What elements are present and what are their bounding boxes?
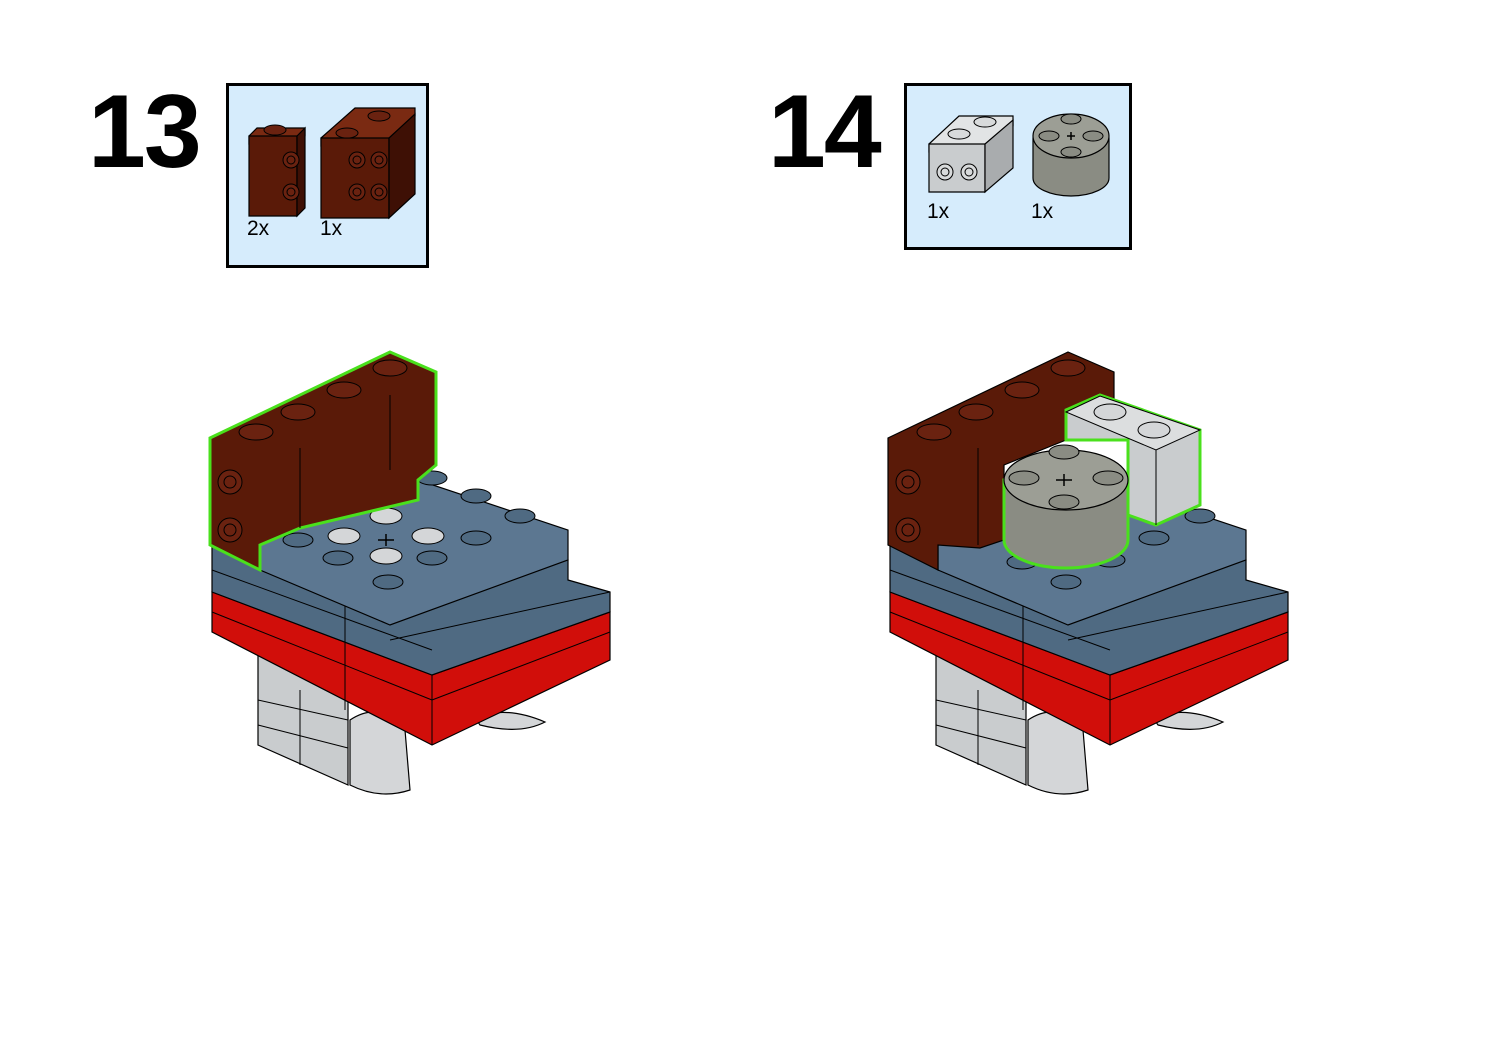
part-quantity: 1x [927,200,950,223]
parts-list-step-13-graphics [248,107,416,220]
part-quantity: 2x [247,217,270,240]
assembly-new-parts-step-13 [208,350,438,573]
parts-list-step-14: 1x 1x [904,83,1132,250]
assembly-red-plates [211,591,611,746]
parts-list-step-14-graphics [928,113,1110,197]
assembly-base-gray [935,649,1225,795]
brick-2x2-side-studs-icon [320,107,416,220]
assembly-new-parts-step-14 [1002,393,1202,570]
assembly-back-wall [887,351,1115,571]
assembly-base-gray [257,649,547,795]
part-quantity: 1x [320,217,343,240]
assembly-red-plates [889,591,1289,746]
round-brick-2x2-icon [1032,113,1110,197]
parts-list-step-13: 2x 1x [226,83,429,268]
assembly-sand-blue-plates [211,470,611,676]
step-number-14: 14 [768,74,882,190]
part-quantity: 1x [1031,200,1054,223]
assembly-sand-blue-plates [889,479,1289,676]
brick-1x2-side-studs-icon [928,115,1014,194]
brick-1x2-side-studs-icon [248,124,306,218]
step-number-13: 13 [88,74,202,190]
